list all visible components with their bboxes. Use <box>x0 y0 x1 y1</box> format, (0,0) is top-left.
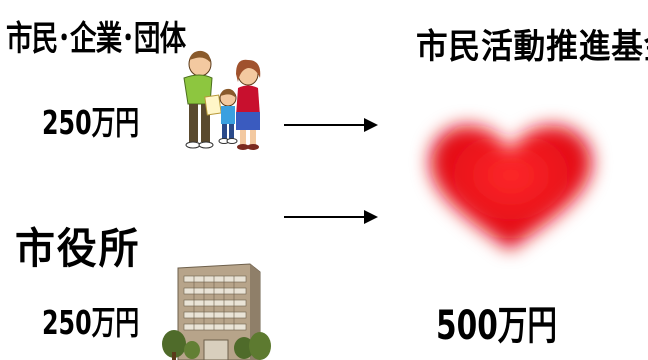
arrow-right-icon <box>284 118 378 132</box>
citizen-contributor-label: 市民･企業･団体 <box>6 19 186 59</box>
heart-icon <box>430 125 592 250</box>
fund-label: 市民活動推進基金 <box>416 27 648 67</box>
city-contribution-amount: 250万円 <box>42 303 140 342</box>
building-icon <box>162 263 271 360</box>
family-icon <box>183 50 261 150</box>
city-hall-label: 市役所 <box>15 224 141 273</box>
fund-total-amount: 500万円 <box>436 303 557 349</box>
arrow-right-icon <box>284 210 378 224</box>
citizen-contribution-amount: 250万円 <box>42 103 140 142</box>
